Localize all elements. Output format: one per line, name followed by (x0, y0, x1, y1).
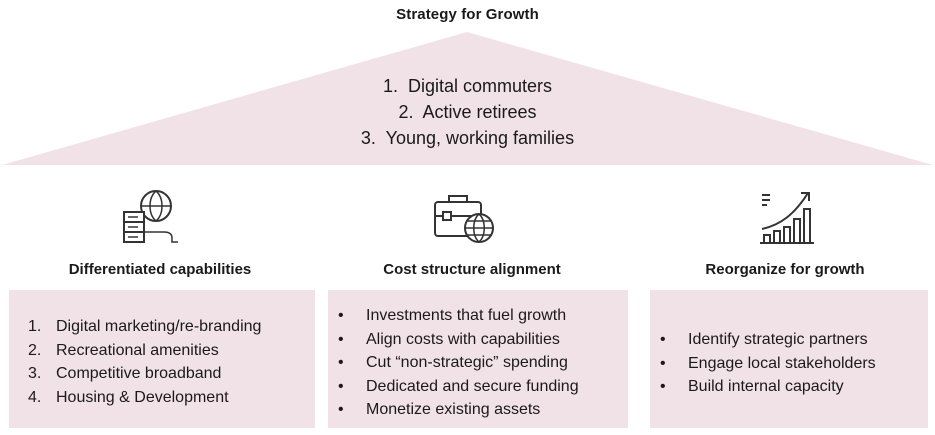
list-item: 3.Competitive broadband (28, 365, 222, 382)
column-heading: Cost structure alignment (383, 261, 561, 278)
globe-server-icon (123, 190, 178, 243)
growth-chart-icon (760, 192, 814, 244)
roof-item: 2. Active retirees (398, 102, 537, 122)
list-item: •Align costs with capabilities (338, 330, 560, 348)
briefcase-globe-icon (434, 195, 494, 243)
list-item: •Monetize existing assets (338, 401, 541, 418)
reorganize-box: •Identify strategic partners •Engage loc… (650, 290, 928, 428)
roof-item: 3. Young, working families (360, 128, 575, 148)
list-item: •Identify strategic partners (660, 331, 868, 348)
column-heading: Differentiated capabilities (68, 261, 252, 278)
roof-triangle (2, 32, 933, 165)
list-item: 2.Recreational amenities (28, 341, 219, 359)
list-item: •Engage local stakeholders (660, 354, 876, 372)
diagram-title: Strategy for Growth (396, 6, 539, 23)
cost-structure-box: •Investments that fuel growth •Align cos… (328, 290, 628, 428)
list-item: •Cut “non-strategic” spending (338, 354, 568, 371)
list-item: •Investments that fuel growth (338, 307, 567, 324)
list-item: •Build internal capacity (660, 378, 844, 395)
list-item: •Dedicated and secure funding (338, 377, 579, 395)
target-segments-list: 1. Digital commuters 2. Active retirees … (0, 73, 935, 151)
roof-item: 1. Digital commuters (382, 76, 553, 96)
column-heading: Reorganize for growth (705, 261, 865, 278)
capabilities-box: 1.Digital marketing/re-branding 2.Recrea… (9, 290, 315, 428)
list-item: 1.Digital marketing/re-branding (28, 318, 262, 335)
list-item: 4.Housing & Development (28, 388, 229, 406)
